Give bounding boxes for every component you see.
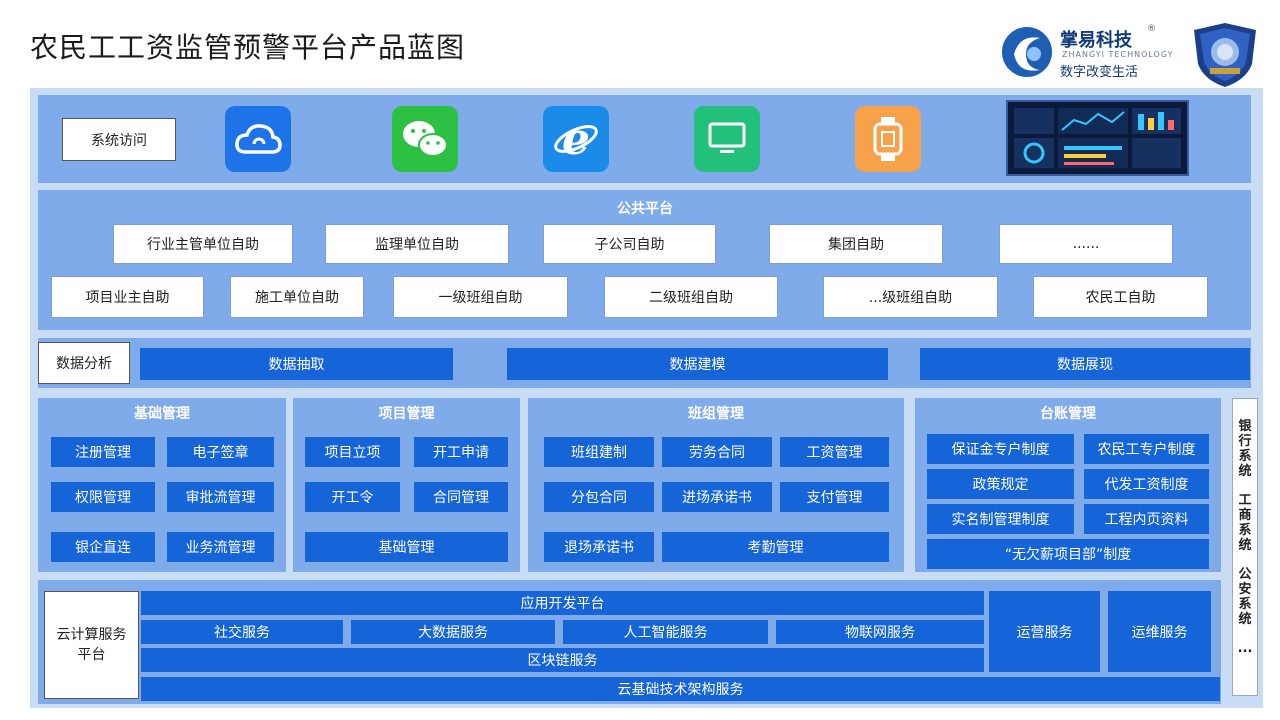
data-analysis-label: 数据分析	[38, 342, 130, 384]
ledger-management-title: 台账管理	[1040, 406, 1096, 422]
business-flow-management[interactable]: 业务流管理	[167, 532, 274, 562]
group-self-service[interactable]: 集团自助	[769, 224, 943, 264]
dashboard-screen-thumbnail[interactable]	[1006, 100, 1189, 176]
desktop-app-icon[interactable]	[694, 106, 760, 172]
data-extraction[interactable]: 数据抽取	[140, 348, 453, 380]
bank-system-label: 银行系统	[1238, 419, 1252, 479]
project-basic-management[interactable]: 基础管理	[305, 532, 508, 562]
construction-order[interactable]: 开工令	[305, 482, 400, 512]
police-badge-icon	[1194, 23, 1256, 87]
team-management-title: 班组管理	[688, 406, 744, 422]
labor-contract[interactable]: 劳务合同	[662, 437, 772, 467]
worker-account-system[interactable]: 农民工专户制度	[1084, 434, 1209, 464]
project-owner-self-service[interactable]: 项目业主自助	[51, 276, 204, 318]
data-presentation[interactable]: 数据展现	[920, 348, 1250, 380]
data-modeling[interactable]: 数据建模	[507, 348, 888, 380]
subsidiary-self-service[interactable]: 子公司自助	[543, 224, 716, 264]
smartwatch-app-icon[interactable]	[855, 106, 921, 172]
permission-management[interactable]: 权限管理	[51, 482, 155, 512]
page-title: 农民工工资监管预警平台产品蓝图	[30, 31, 466, 64]
more-self-service[interactable]: ......	[999, 224, 1173, 264]
commerce-system-label: 工商系统	[1238, 493, 1252, 553]
blockchain-service[interactable]: 区块链服务	[141, 648, 984, 672]
supervision-unit-self-service[interactable]: 监理单位自助	[325, 224, 509, 264]
second-level-team-self-service[interactable]: 二级班组自助	[604, 276, 778, 318]
registration-management[interactable]: 注册管理	[51, 437, 155, 467]
real-name-system[interactable]: 实名制管理制度	[927, 504, 1074, 534]
exit-commitment[interactable]: 退场承诺书	[544, 532, 654, 562]
attendance-management[interactable]: 考勤管理	[662, 532, 889, 562]
basic-management-title: 基础管理	[134, 406, 190, 422]
maintenance-service[interactable]: 运维服务	[1108, 591, 1211, 672]
construction-application[interactable]: 开工申请	[414, 437, 508, 467]
project-internal-documents[interactable]: 工程内页资料	[1084, 504, 1209, 534]
cloud-platform-label: 云计算服务平台	[44, 591, 139, 699]
brand-slogan: 数字改变生活	[1060, 65, 1139, 80]
subcontract[interactable]: 分包合同	[544, 482, 654, 512]
brand-name: 掌易科技	[1060, 30, 1132, 51]
company-logo-icon	[1002, 27, 1052, 77]
svg-text:e: e	[562, 114, 590, 164]
ie-browser-icon[interactable]: e	[543, 106, 609, 172]
industry-authority-self-service[interactable]: 行业主管单位自助	[113, 224, 293, 264]
e-signature[interactable]: 电子签章	[167, 437, 274, 467]
payment-management[interactable]: 支付管理	[780, 482, 889, 512]
wechat-app-icon[interactable]	[392, 106, 458, 172]
public-platform-title: 公共平台	[617, 201, 673, 217]
operation-service[interactable]: 运营服务	[989, 591, 1100, 672]
iot-service[interactable]: 物联网服务	[776, 620, 984, 644]
police-system-label: 公安系统	[1238, 567, 1252, 627]
nth-level-team-self-service[interactable]: ...级班组自助	[823, 276, 998, 318]
worker-self-service[interactable]: 农民工自助	[1033, 276, 1208, 318]
construction-unit-self-service[interactable]: 施工单位自助	[230, 276, 364, 318]
approval-flow-management[interactable]: 审批流管理	[167, 482, 274, 512]
more-systems-label: ...	[1237, 641, 1253, 656]
big-data-service[interactable]: 大数据服务	[351, 620, 555, 644]
social-service[interactable]: 社交服务	[141, 620, 343, 644]
project-initiation[interactable]: 项目立项	[305, 437, 400, 467]
app-dev-platform[interactable]: 应用开发平台	[141, 591, 984, 615]
project-management-title: 项目管理	[378, 406, 435, 422]
no-wage-arrears-system[interactable]: “无欠薪项目部”制度	[927, 539, 1209, 569]
ai-service[interactable]: 人工智能服务	[563, 620, 768, 644]
wage-proxy-system[interactable]: 代发工资制度	[1084, 469, 1209, 499]
trademark: ®	[1147, 24, 1156, 34]
system-access-label: 系统访问	[62, 118, 176, 161]
entry-commitment[interactable]: 进场承诺书	[662, 482, 772, 512]
wage-management[interactable]: 工资管理	[780, 437, 889, 467]
bank-direct-link[interactable]: 银企直连	[51, 532, 155, 562]
contract-management[interactable]: 合同管理	[414, 482, 508, 512]
policy-regulations[interactable]: 政策规定	[927, 469, 1074, 499]
team-establishment[interactable]: 班组建制	[544, 437, 654, 467]
external-systems-column: 银行系统 工商系统 公安系统 ...	[1232, 398, 1258, 696]
brand-subtitle: ZHANGYI TECHNOLOGY	[1062, 50, 1174, 59]
cloud-app-icon[interactable]	[225, 106, 291, 172]
deposit-account-system[interactable]: 保证金专户制度	[927, 434, 1074, 464]
first-level-team-self-service[interactable]: 一级班组自助	[393, 276, 568, 318]
cloud-infra-service[interactable]: 云基础技术架构服务	[141, 677, 1220, 701]
